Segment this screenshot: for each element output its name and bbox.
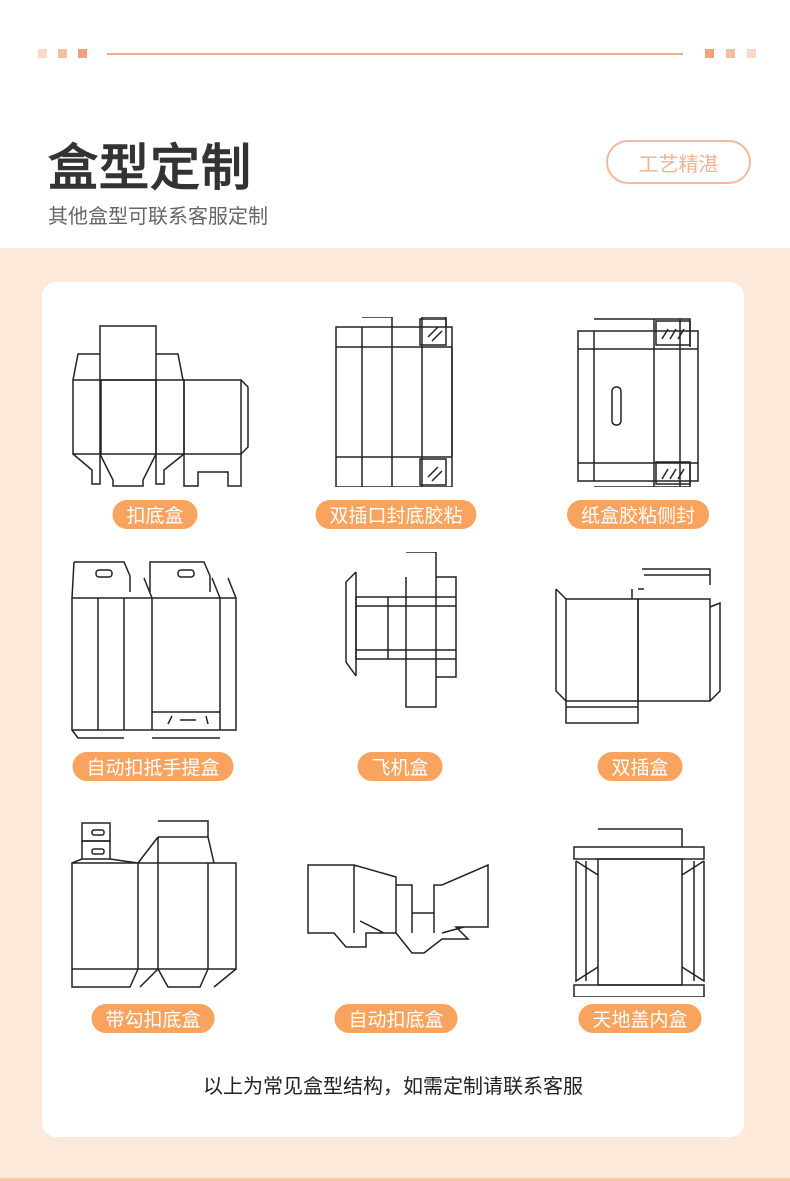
craft-badge: 工艺精湛 xyxy=(606,140,751,184)
box-diagram-lid-base-inner xyxy=(573,828,705,997)
page-title: 盒型定制 xyxy=(48,139,252,197)
box-diagram-double-tuck xyxy=(555,568,721,724)
footer-note: 以上为常见盒型结构，如需定制请联系客服 xyxy=(203,1074,583,1098)
divider xyxy=(107,53,683,55)
box-diagram-double-tuck-glued xyxy=(335,317,453,487)
header: 盒型定制 其他盒型可联系客服定制 工艺精湛 xyxy=(0,0,790,248)
decor-square xyxy=(705,49,714,58)
decor-square xyxy=(38,49,47,58)
page-subtitle: 其他盒型可联系客服定制 xyxy=(48,204,268,228)
box-label: 自动扣抵手提盒 xyxy=(72,752,234,781)
decor-square xyxy=(726,49,735,58)
box-diagram-side-glued xyxy=(577,318,699,487)
bottom-line xyxy=(0,1178,790,1181)
box-types-card: 扣底盒 双插口封底胶粘 纸盒胶粘侧封 自动扣抵手提盒 飞机盒 双插盒 带勾扣底盒… xyxy=(42,282,744,1137)
decor-square xyxy=(58,49,67,58)
box-label: 飞机盒 xyxy=(357,752,443,781)
box-label: 带勾扣底盒 xyxy=(91,1004,215,1033)
box-diagram-airplane xyxy=(345,552,457,708)
box-diagram-tuck-bottom xyxy=(72,325,249,487)
decor-square xyxy=(78,49,87,58)
box-label: 扣底盒 xyxy=(112,500,198,529)
box-label: 双插盒 xyxy=(597,752,683,781)
box-diagram-auto-lock-bottom xyxy=(307,863,489,954)
decor-square xyxy=(747,49,756,58)
box-diagram-auto-lock-handle xyxy=(71,561,237,739)
box-diagram-hook-tuck-bottom xyxy=(71,820,237,988)
box-label: 纸盒胶粘侧封 xyxy=(566,500,710,529)
box-label: 天地盖内盒 xyxy=(578,1004,702,1033)
box-label: 自动扣底盒 xyxy=(334,1004,458,1033)
box-label: 双插口封底胶粘 xyxy=(315,500,477,529)
